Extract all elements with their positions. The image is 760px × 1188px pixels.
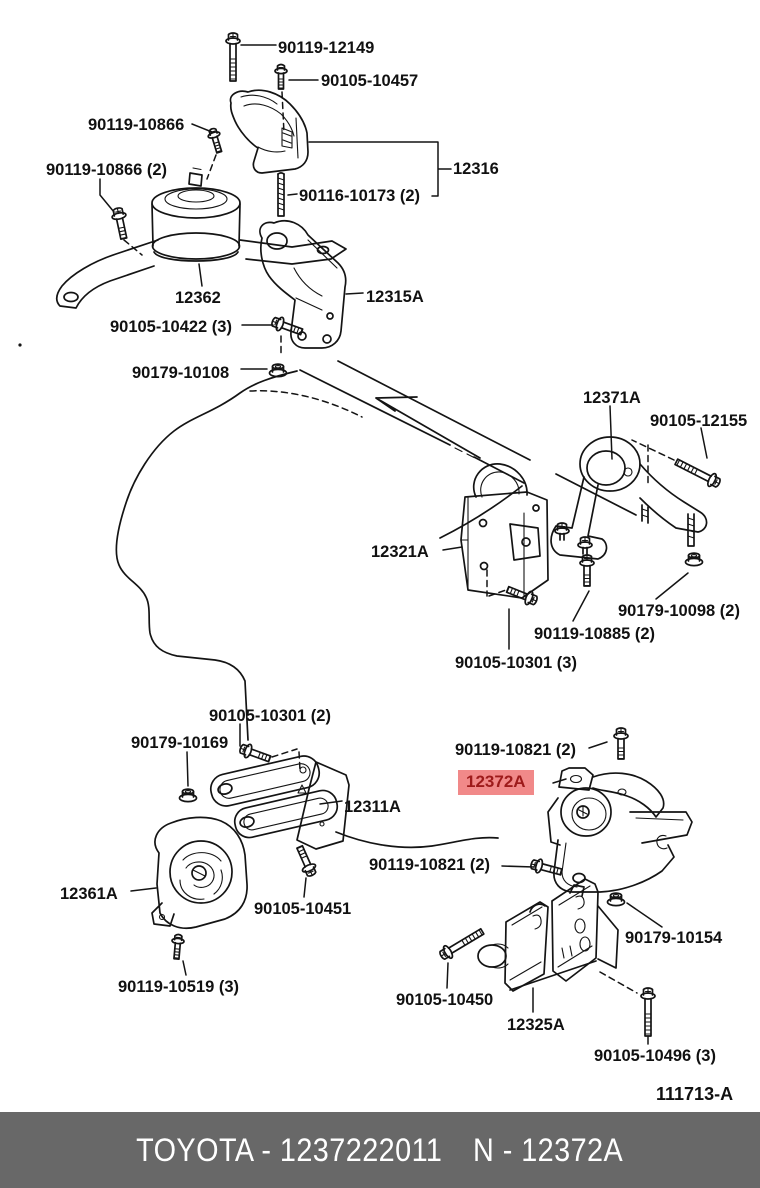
part-12316-insulator [229,89,309,174]
part-12372A-mount [547,767,693,893]
part-12371A-mount [550,436,708,560]
part-label-90119-10885-2: 90119-10885 (2) [534,624,656,643]
part-label-90105-10301-2: 90105-10301 (2) [209,706,331,725]
footer-text: TOYOTA - 1237222011 N - 12372A [136,1132,623,1169]
part-label-12372A: 12372A [458,770,534,795]
part-12311A-bracket [209,755,350,850]
footer-brand-code: TOYOTA - 1237222011 [136,1131,443,1168]
part-12362-mount [56,167,347,309]
part-label-90105-10496-3: 90105-10496 (3) [594,1046,716,1065]
part-label-12325A: 12325A [507,1015,565,1034]
part-label-90105-10422-3: 90105-10422 (3) [110,317,232,336]
part-label-12371A: 12371A [583,388,641,407]
part-label-90179-10098-2: 90179-10098 (2) [618,601,740,620]
part-label-90179-10108: 90179-10108 [132,363,230,382]
part-label-12321A: 12321A [371,542,429,561]
part-12315A-bracket [259,219,347,349]
part-label-90179-10154: 90179-10154 [625,928,723,947]
part-label-12315A: 12315A [366,287,424,306]
part-label-90119-10821-2a: 90119-10821 (2) [455,740,577,759]
part-label-90105-10450: 90105-10450 [396,990,494,1009]
part-12321A-bracket [460,463,549,599]
bolt-head-12371A-foot-b [577,536,593,555]
part-label-90105-10301-3: 90105-10301 (3) [455,653,577,672]
part-label-12311A: 12311A [344,797,401,816]
part-12325A-bracket [477,878,619,992]
bolt-head-12371A-foot-a [554,522,570,541]
diagram-code: 111713-A [656,1084,734,1104]
part-label-90105-12155: 90105-12155 [650,411,748,430]
footer-part-code: N - 12372A [473,1131,624,1168]
footer-bar: TOYOTA - 1237222011 N - 12372A [0,1112,760,1188]
part-label-90119-10821-2b: 90119-10821 (2) [369,855,491,874]
part-label-90105-10451: 90105-10451 [254,899,352,918]
direction-arrow-icon [375,396,481,459]
part-12361A-mount [151,816,248,930]
part-label-90179-10169: 90179-10169 [131,733,229,752]
hidden-lines [123,91,675,994]
part-label-90105-10457: 90105-10457 [321,71,419,90]
part-label-12361A: 12361A [60,884,118,903]
part-label-90119-10866: 90119-10866 [88,115,185,134]
part-label-90119-10519-3: 90119-10519 (3) [118,977,240,996]
part-label-12362: 12362 [175,288,221,307]
part-label-12316: 12316 [453,159,499,178]
part-label-90116-10173-2: 90116-10173 (2) [299,186,421,205]
part-label-90119-10866-2: 90119-10866 (2) [46,160,168,179]
part-label-90119-12149: 90119-12149 [278,38,375,57]
leader-lines [99,44,708,1045]
parts-diagram-canvas [18,0,760,1045]
